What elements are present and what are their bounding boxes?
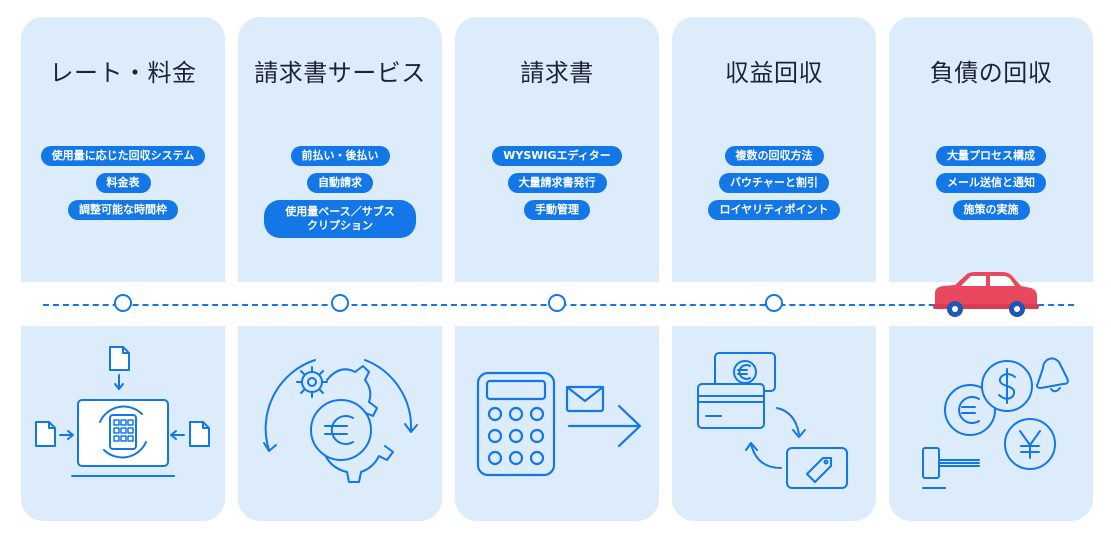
stage-title: 請求書: [520, 59, 594, 87]
stage-revenue-collection: 収益回収 複数の回収方法 バウチャーと割引 ロイヤリティポイント: [672, 17, 876, 521]
tag-list: 複数の回収方法 バウチャーと割引 ロイヤリティポイント: [672, 146, 876, 220]
feature-tag: 使用量に応じた回収システム: [40, 146, 206, 166]
timeline-node: [114, 294, 132, 312]
euro-gears-icon: [255, 350, 425, 495]
feature-tag: 複数の回収方法: [724, 146, 824, 166]
stage-title: レート・料金: [49, 59, 197, 87]
currency-gavel-icon: [915, 350, 1080, 500]
feature-tag: 前払い・後払い: [290, 146, 390, 166]
feature-tag: WYSWIGエディター: [492, 146, 622, 166]
calculator-mail-icon: [475, 370, 650, 480]
feature-tag: メール送信と通知: [936, 173, 1046, 193]
feature-tag: 手動管理: [524, 200, 590, 220]
feature-tag: 大量プロセス構成: [936, 146, 1046, 166]
tag-list: 大量プロセス構成 メール送信と通知 施策の実施: [889, 146, 1093, 220]
car-icon: [929, 271, 1041, 321]
feature-tag: 料金表: [95, 173, 151, 193]
timeline-node: [548, 294, 566, 312]
payment-card-tag-icon: [695, 350, 855, 495]
feature-tag: ロイヤリティポイント: [708, 200, 840, 220]
stage-title: 負債の回収: [929, 59, 1053, 87]
feature-tag: バウチャーと割引: [719, 173, 829, 193]
feature-tag: 自動請求: [307, 173, 373, 193]
feature-tag: 大量請求書発行: [507, 173, 607, 193]
feature-tag: 施策の実施: [952, 200, 1030, 220]
stage-title: 請求書サービス: [254, 59, 426, 87]
stage-title: 収益回収: [725, 59, 823, 87]
feature-tag: 使用量ベース／サブスクリプション: [264, 200, 416, 238]
feature-tag: 調整可能な時間枠: [68, 200, 178, 220]
tag-list: WYSWIGエディター 大量請求書発行 手動管理: [455, 146, 659, 220]
timeline-node: [331, 294, 349, 312]
tag-list: 使用量に応じた回収システム 料金表 調整可能な時間枠: [21, 146, 225, 220]
tag-list: 前払い・後払い 自動請求 使用量ベース／サブスクリプション: [238, 146, 442, 238]
calculator-docs-icon: [30, 342, 215, 482]
stage-invoice: 請求書 WYSWIGエディター 大量請求書発行 手動管理: [455, 17, 659, 521]
timeline-node: [765, 294, 783, 312]
